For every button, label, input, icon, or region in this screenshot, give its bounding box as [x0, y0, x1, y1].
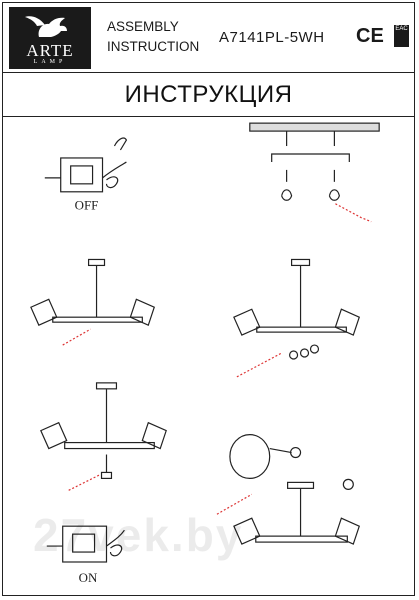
eac-mark: EAC: [394, 25, 409, 47]
step2-diagram: [30, 258, 156, 346]
title-bar: ИНСТРУКЦИЯ: [3, 73, 414, 117]
eac-text: EAC: [395, 26, 408, 32]
on-label: ON: [79, 570, 98, 585]
switch-box-off: [60, 157, 104, 193]
off-label: OFF: [75, 198, 99, 213]
page-title: ИНСТРУКЦИЯ: [124, 81, 293, 108]
switch-on-diagram: [46, 525, 125, 563]
lamp-shade-left: [30, 298, 58, 326]
instruction-sheet: ARTE LAMP ASSEMBLY INSTRUCTION A7141PL-5…: [2, 2, 415, 596]
ceiling: [249, 122, 380, 132]
lamp-shade-right: [129, 298, 156, 326]
brand-name: ARTE: [26, 41, 74, 60]
switch-panel-off: [70, 165, 94, 185]
assembly-line: ASSEMBLY: [107, 19, 179, 34]
instruction-line: INSTRUCTION: [107, 39, 200, 54]
detail-magnifier: [229, 434, 271, 480]
brand-logo: ARTE LAMP: [9, 7, 91, 69]
brand-subtitle: LAMP: [33, 59, 67, 65]
step5-diagram: [216, 434, 361, 545]
step4-diagram: [40, 382, 167, 491]
watermark: 27vek.by: [33, 509, 244, 561]
griffin-logo-icon: [25, 16, 67, 37]
hand-icon-on: [109, 544, 123, 557]
assembly-diagrams: OFF: [30, 122, 380, 585]
ce-mark: CE: [356, 25, 384, 47]
model-number: A7141PL-5WH: [219, 29, 325, 46]
ceiling-mount-diagram: [249, 122, 380, 223]
step3-diagram: [233, 258, 361, 378]
hand-icon: [105, 176, 119, 189]
assembly-instruction-label: ASSEMBLY INSTRUCTION: [107, 17, 199, 57]
switch-off-diagram: [44, 137, 128, 193]
header: ARTE LAMP ASSEMBLY INSTRUCTION A7141PL-5…: [3, 3, 414, 73]
